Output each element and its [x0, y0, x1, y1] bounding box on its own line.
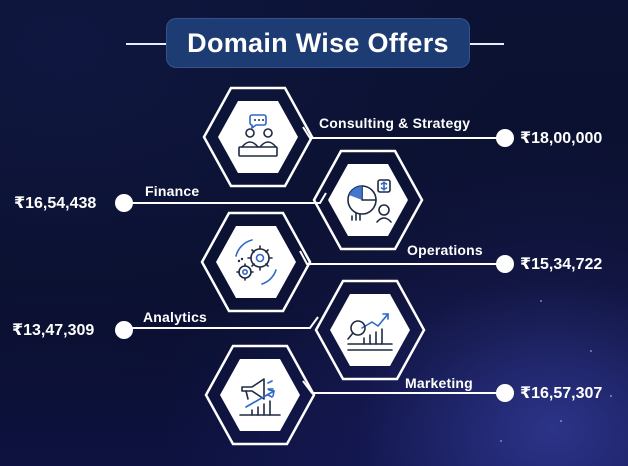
- value-dot-operations: [496, 255, 514, 273]
- sparkle: [560, 420, 562, 422]
- hex-operations: [200, 211, 312, 313]
- domain-label-finance: Finance: [145, 183, 200, 199]
- gears-icon: [235, 239, 277, 285]
- value-dot-analytics: [115, 321, 133, 339]
- hex-finance: [312, 149, 424, 251]
- hex-analytics: [314, 279, 426, 381]
- connector-finance: [124, 192, 327, 204]
- domain-value-consulting: ₹18,00,000: [520, 130, 603, 147]
- domain-value-operations: ₹15,34,722: [520, 256, 603, 273]
- domain-value-finance: ₹16,54,438: [14, 195, 97, 212]
- domain-value-analytics: ₹13,47,309: [12, 322, 95, 339]
- title-banner: Domain Wise Offers: [0, 18, 628, 68]
- title-rule-right: [470, 43, 504, 45]
- value-dot-finance: [115, 194, 133, 212]
- connector-analytics: [124, 316, 319, 329]
- value-dot-marketing: [496, 384, 514, 402]
- hex-consulting: [202, 86, 314, 188]
- connector-operations: [299, 250, 497, 265]
- domain-label-analytics: Analytics: [143, 309, 208, 325]
- pie-chart-finance-icon: [347, 179, 392, 223]
- title-rule-left: [126, 43, 166, 45]
- domain-label-marketing: Marketing: [405, 375, 473, 391]
- sparkle: [590, 350, 592, 352]
- domain-label-consulting: Consulting & Strategy: [319, 115, 471, 131]
- hex-marketing: [204, 344, 316, 446]
- value-dot-consulting: [496, 129, 514, 147]
- meeting-icon: [238, 114, 278, 157]
- sparkle: [500, 440, 502, 442]
- connector-consulting: [302, 126, 497, 139]
- page-title: Domain Wise Offers: [166, 18, 470, 68]
- domain-label-operations: Operations: [407, 242, 483, 258]
- megaphone-growth-icon: [239, 378, 281, 416]
- sparkle: [540, 300, 542, 302]
- domain-value-marketing: ₹16,57,307: [520, 385, 603, 402]
- sparkle: [610, 395, 612, 397]
- trend-chart-analytics-icon: [347, 313, 393, 351]
